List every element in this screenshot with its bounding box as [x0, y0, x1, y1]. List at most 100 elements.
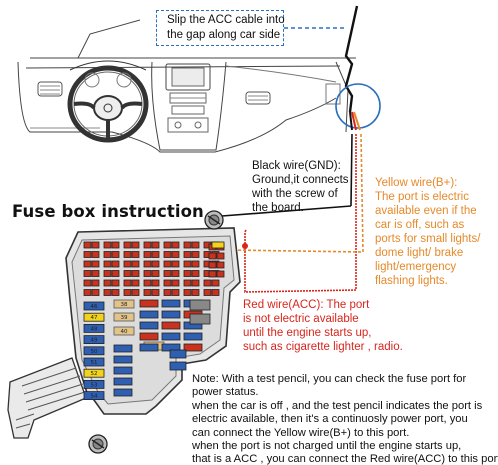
fuse-icon — [91, 279, 100, 287]
fuse-icon — [131, 270, 140, 277]
fuse-number: 39 — [121, 315, 128, 321]
fuse-icon — [83, 279, 92, 287]
fuse-icon — [216, 261, 225, 269]
fuse-icon — [113, 344, 133, 353]
fuse-icon — [113, 299, 135, 309]
fuse-icon — [113, 388, 133, 397]
fuse-icon — [103, 241, 112, 249]
fuse-icon — [83, 289, 92, 296]
fuse-icon — [191, 289, 200, 296]
fuse-icon — [151, 270, 160, 277]
fuse-number: 54 — [91, 394, 98, 400]
fuse-icon — [163, 279, 172, 287]
fuse-icon — [208, 261, 217, 269]
yellow-wire-line: flashing lights. — [375, 275, 448, 287]
red-wire-line: such as cigarette lighter , radio. — [243, 341, 403, 353]
fuse-icon — [91, 260, 100, 268]
fuse-icon — [113, 312, 135, 322]
yellow-wire-line: The port is electric — [375, 191, 469, 203]
black-wire-line: Ground,it connects — [252, 174, 349, 186]
fuse-icon — [211, 279, 220, 287]
fuse-icon — [139, 299, 159, 308]
fuse-icon — [143, 289, 152, 296]
fuse-icon — [143, 251, 152, 258]
fuse-icon — [103, 270, 112, 277]
fuse-icon — [171, 241, 180, 249]
yellow-wire-line: car is off, such as — [375, 219, 465, 231]
fuse-icon — [151, 260, 160, 268]
fuse-icon — [103, 289, 112, 296]
note-line: electric available, then it's a continuo… — [192, 413, 468, 426]
red-wire-line: until the engine starts up, — [243, 327, 372, 339]
fuse-icon — [131, 260, 140, 268]
fuse-icon — [203, 279, 212, 287]
fuse-icon — [91, 251, 100, 258]
fuse-icon — [83, 260, 92, 268]
car-dashboard — [17, 19, 356, 153]
fuse-icon — [83, 379, 105, 389]
fuse-number: 46 — [91, 304, 98, 310]
fuse-icon — [83, 312, 105, 322]
fuse-icon — [163, 251, 172, 258]
fuse-icon — [203, 289, 212, 296]
red-wire-label: Red wire(ACC): The port is not electric … — [243, 298, 403, 354]
fuse-icon — [183, 289, 192, 296]
yellow-wire-label: Yellow wire(B+): The port is electric av… — [375, 176, 480, 288]
fuse-icon — [163, 270, 172, 277]
steering-wheel-icon — [67, 60, 149, 143]
fuse-icon — [191, 241, 200, 249]
fuse-icon — [113, 326, 135, 336]
fuse-grid: 46474849505152535438394037 — [83, 241, 225, 401]
fuse-number: 52 — [91, 371, 98, 377]
fuse-number: 50 — [91, 349, 98, 355]
fuse-icon — [169, 349, 187, 359]
fuse-number: 38 — [121, 302, 128, 308]
note-line: power status. — [192, 386, 259, 399]
fuse-icon — [171, 251, 180, 258]
note-line: can connect the Yellow wire(B+) to this … — [192, 426, 410, 439]
acc-callout-line: Slip the ACC cable into — [167, 14, 285, 26]
fuse-icon — [111, 270, 120, 277]
yellow-wire-line: ports for small lights/ — [375, 233, 481, 245]
fuse-icon — [83, 346, 105, 356]
fuse-icon — [111, 279, 120, 287]
fuse-number: 49 — [91, 338, 98, 344]
fuse-icon — [183, 251, 192, 258]
fuse-icon — [151, 241, 160, 249]
fuse-icon — [83, 357, 105, 367]
fuse-icon — [171, 270, 180, 277]
note-line: Note: With a test pencil, you can check … — [192, 373, 467, 385]
yellow-wire-line: available even if the — [375, 205, 477, 217]
fuse-icon — [83, 301, 105, 311]
fuse-icon — [83, 335, 105, 345]
fuse-icon — [161, 321, 181, 330]
fuse-icon — [111, 260, 120, 268]
fuse-icon — [163, 241, 172, 249]
fuse-icon — [208, 252, 217, 260]
fuse-icon — [216, 252, 225, 260]
fuse-icon — [161, 310, 181, 319]
fuse-number: 53 — [91, 382, 98, 388]
fuse-icon — [143, 270, 152, 277]
acc-cable-callout: Slip the ACC cable into the gap along ca… — [156, 10, 285, 46]
fuse-icon — [191, 279, 200, 287]
fuse-icon — [163, 289, 172, 296]
red-wire-line: is not electric available — [243, 313, 359, 325]
fuse-icon — [208, 270, 217, 278]
fuse-icon — [143, 241, 152, 249]
fuse-box-title: Fuse box instruction — [12, 202, 204, 221]
note-line: when the port is not charged until the e… — [192, 440, 462, 453]
fuse-icon — [123, 279, 132, 287]
fuse-number: 47 — [91, 315, 98, 321]
fuse-icon — [171, 279, 180, 287]
acc-callout-line: the gap along car side — [167, 29, 281, 41]
fuse-icon — [183, 343, 203, 352]
fuse-icon — [191, 270, 200, 277]
black-wire-line: the board. — [252, 202, 304, 214]
fuse-icon — [161, 332, 181, 341]
black-wire-line: with the screw of — [252, 188, 338, 200]
fuse-icon — [191, 251, 200, 258]
fuse-icon — [183, 332, 203, 341]
fuse-icon — [161, 299, 181, 308]
